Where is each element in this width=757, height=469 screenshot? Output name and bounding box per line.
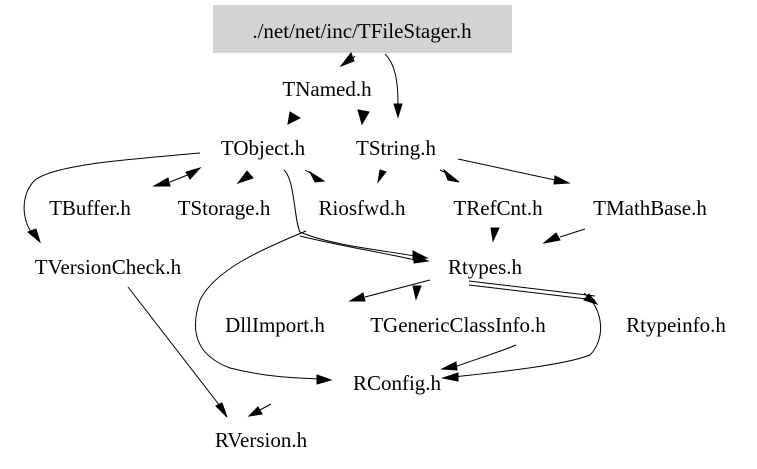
edge-tnamed-tobject-arrow xyxy=(287,111,302,125)
edge-rtypes-rtypeinfo xyxy=(468,280,596,301)
edge-tstring-riosfwd-arrow xyxy=(377,169,387,184)
node-tversioncheck[interactable]: TVersionCheck.h xyxy=(35,255,182,279)
edge-rconfig-rversion-arrow xyxy=(247,406,263,417)
edge-rtypes-dllimport-arrow xyxy=(348,292,366,302)
node-riosfwd[interactable]: Riosfwd.h xyxy=(319,196,406,220)
node-tmathbase[interactable]: TMathBase.h xyxy=(593,196,707,220)
node-rconfig[interactable]: RConfig.h xyxy=(353,371,442,395)
edge-rtypes-rconfig-arrow xyxy=(441,372,459,382)
edge-tobject-tbuffer-arrow xyxy=(152,177,171,187)
edge-tobject-rtypes xyxy=(283,169,416,257)
edge-tversioncheck-rversion-arrow xyxy=(215,402,228,418)
edge-tmathbase-rtypes xyxy=(559,228,586,238)
edge-tnamed-tstring-arrow xyxy=(357,109,370,126)
edge-tstring-tmathbase xyxy=(457,158,556,181)
edge-tstorage-rconfig-arrow xyxy=(316,374,333,385)
edge-rtypes-rconfig xyxy=(452,292,602,378)
node-tgenericclassinfo[interactable]: TGenericClassInfo.h xyxy=(370,313,546,337)
node-dllimport[interactable]: DllImport.h xyxy=(225,313,325,337)
edge-tstring-rtypes xyxy=(299,235,416,261)
edge-rtypes-dllimport xyxy=(364,279,431,298)
edge-tbuffer-tobject-arrow xyxy=(185,167,202,180)
node-root[interactable]: ./net/net/inc/TFileStager.h xyxy=(252,19,472,43)
edge-tstorage-rconfig xyxy=(194,230,321,380)
node-rtypes[interactable]: Rtypes.h xyxy=(448,255,523,279)
node-labels: ./net/net/inc/TFileStager.h TNamed.h TOb… xyxy=(35,19,727,452)
edge-root-tstring-arrow xyxy=(393,103,403,119)
edge-rtypes-tgenericclassinfo-arrow xyxy=(412,285,422,301)
edge-tversioncheck-rversion xyxy=(127,286,221,407)
node-rversion[interactable]: RVersion.h xyxy=(215,428,308,452)
edge-tstring-rtypes-arrow xyxy=(413,254,430,264)
node-tstorage[interactable]: TStorage.h xyxy=(178,196,271,220)
node-tbuffer[interactable]: TBuffer.h xyxy=(49,196,131,220)
node-tstring[interactable]: TString.h xyxy=(356,136,436,160)
edge-trefcnt-rtypes-arrow xyxy=(490,227,500,243)
node-rtypeinfo[interactable]: Rtypeinfo.h xyxy=(626,313,726,337)
edge-tstring-trefcnt-arrow xyxy=(442,168,460,183)
edge-tstring-tmathbase-arrow xyxy=(553,175,571,185)
edge-tobject-riosfwd-arrow xyxy=(308,170,326,183)
edge-root-tstring xyxy=(384,53,399,106)
edge-root-tnamed-arrow xyxy=(339,51,355,68)
edge-tmathbase-rtypes-arrow xyxy=(542,232,561,244)
node-trefcnt[interactable]: TRefCnt.h xyxy=(453,196,543,220)
edges xyxy=(23,51,602,418)
edge-tobject-tversioncheck-arrow xyxy=(27,228,41,244)
node-tnamed[interactable]: TNamed.h xyxy=(282,77,372,101)
node-tobject[interactable]: TObject.h xyxy=(221,136,306,160)
edge-rconfig-rversion xyxy=(259,403,272,411)
edge-tobject-tstorage-arrow xyxy=(236,170,254,184)
root-node-box[interactable] xyxy=(213,5,512,53)
edge-tobject-tversioncheck xyxy=(23,152,201,234)
edge-rtypeinfo-rconfig xyxy=(454,344,517,368)
edge-rtypeinfo-rconfig-arrow xyxy=(440,361,458,371)
